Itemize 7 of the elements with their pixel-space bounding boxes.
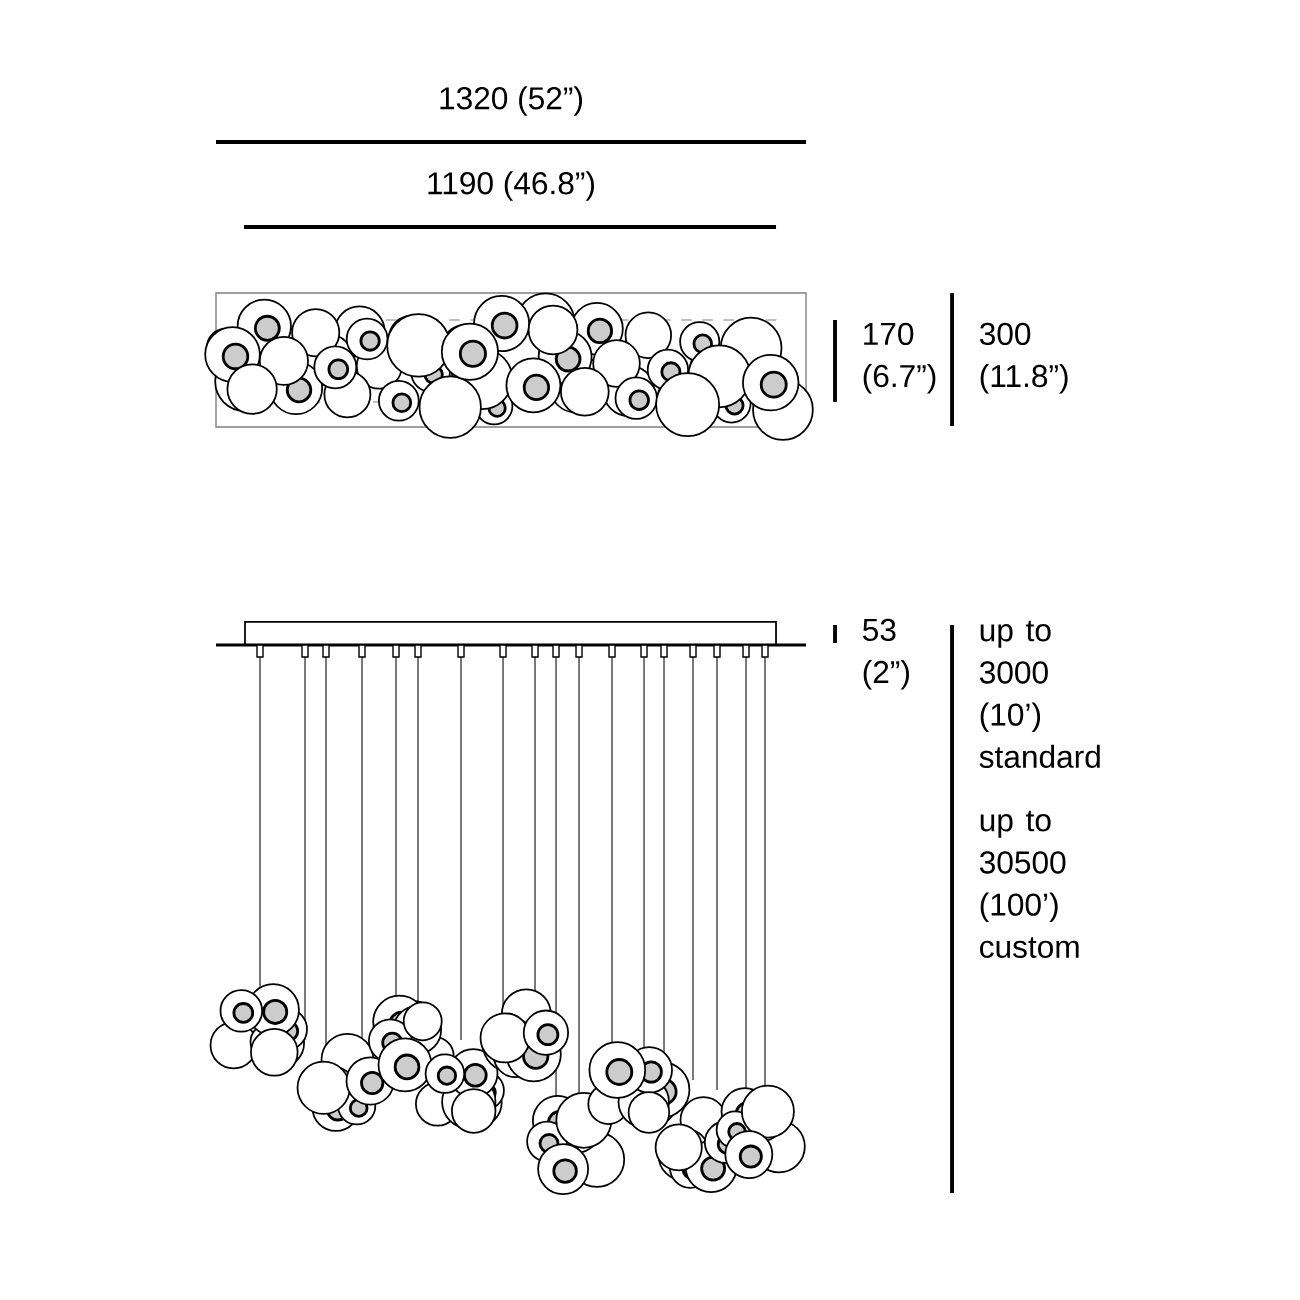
dimension-label: up to 30500 (100’) custom — [979, 810, 1079, 958]
dimension-label: 170 (6.7”) — [863, 322, 936, 394]
dimension-label: 1190 (46.8”) — [428, 171, 594, 201]
dimension-label: 1320 (52”) — [440, 86, 582, 116]
dimension-label: 300 (11.8”) — [979, 322, 1068, 394]
dimension-label: 53 (2”) — [863, 618, 909, 690]
dimension-label: up to 3000 (10’) standard — [979, 620, 1100, 768]
